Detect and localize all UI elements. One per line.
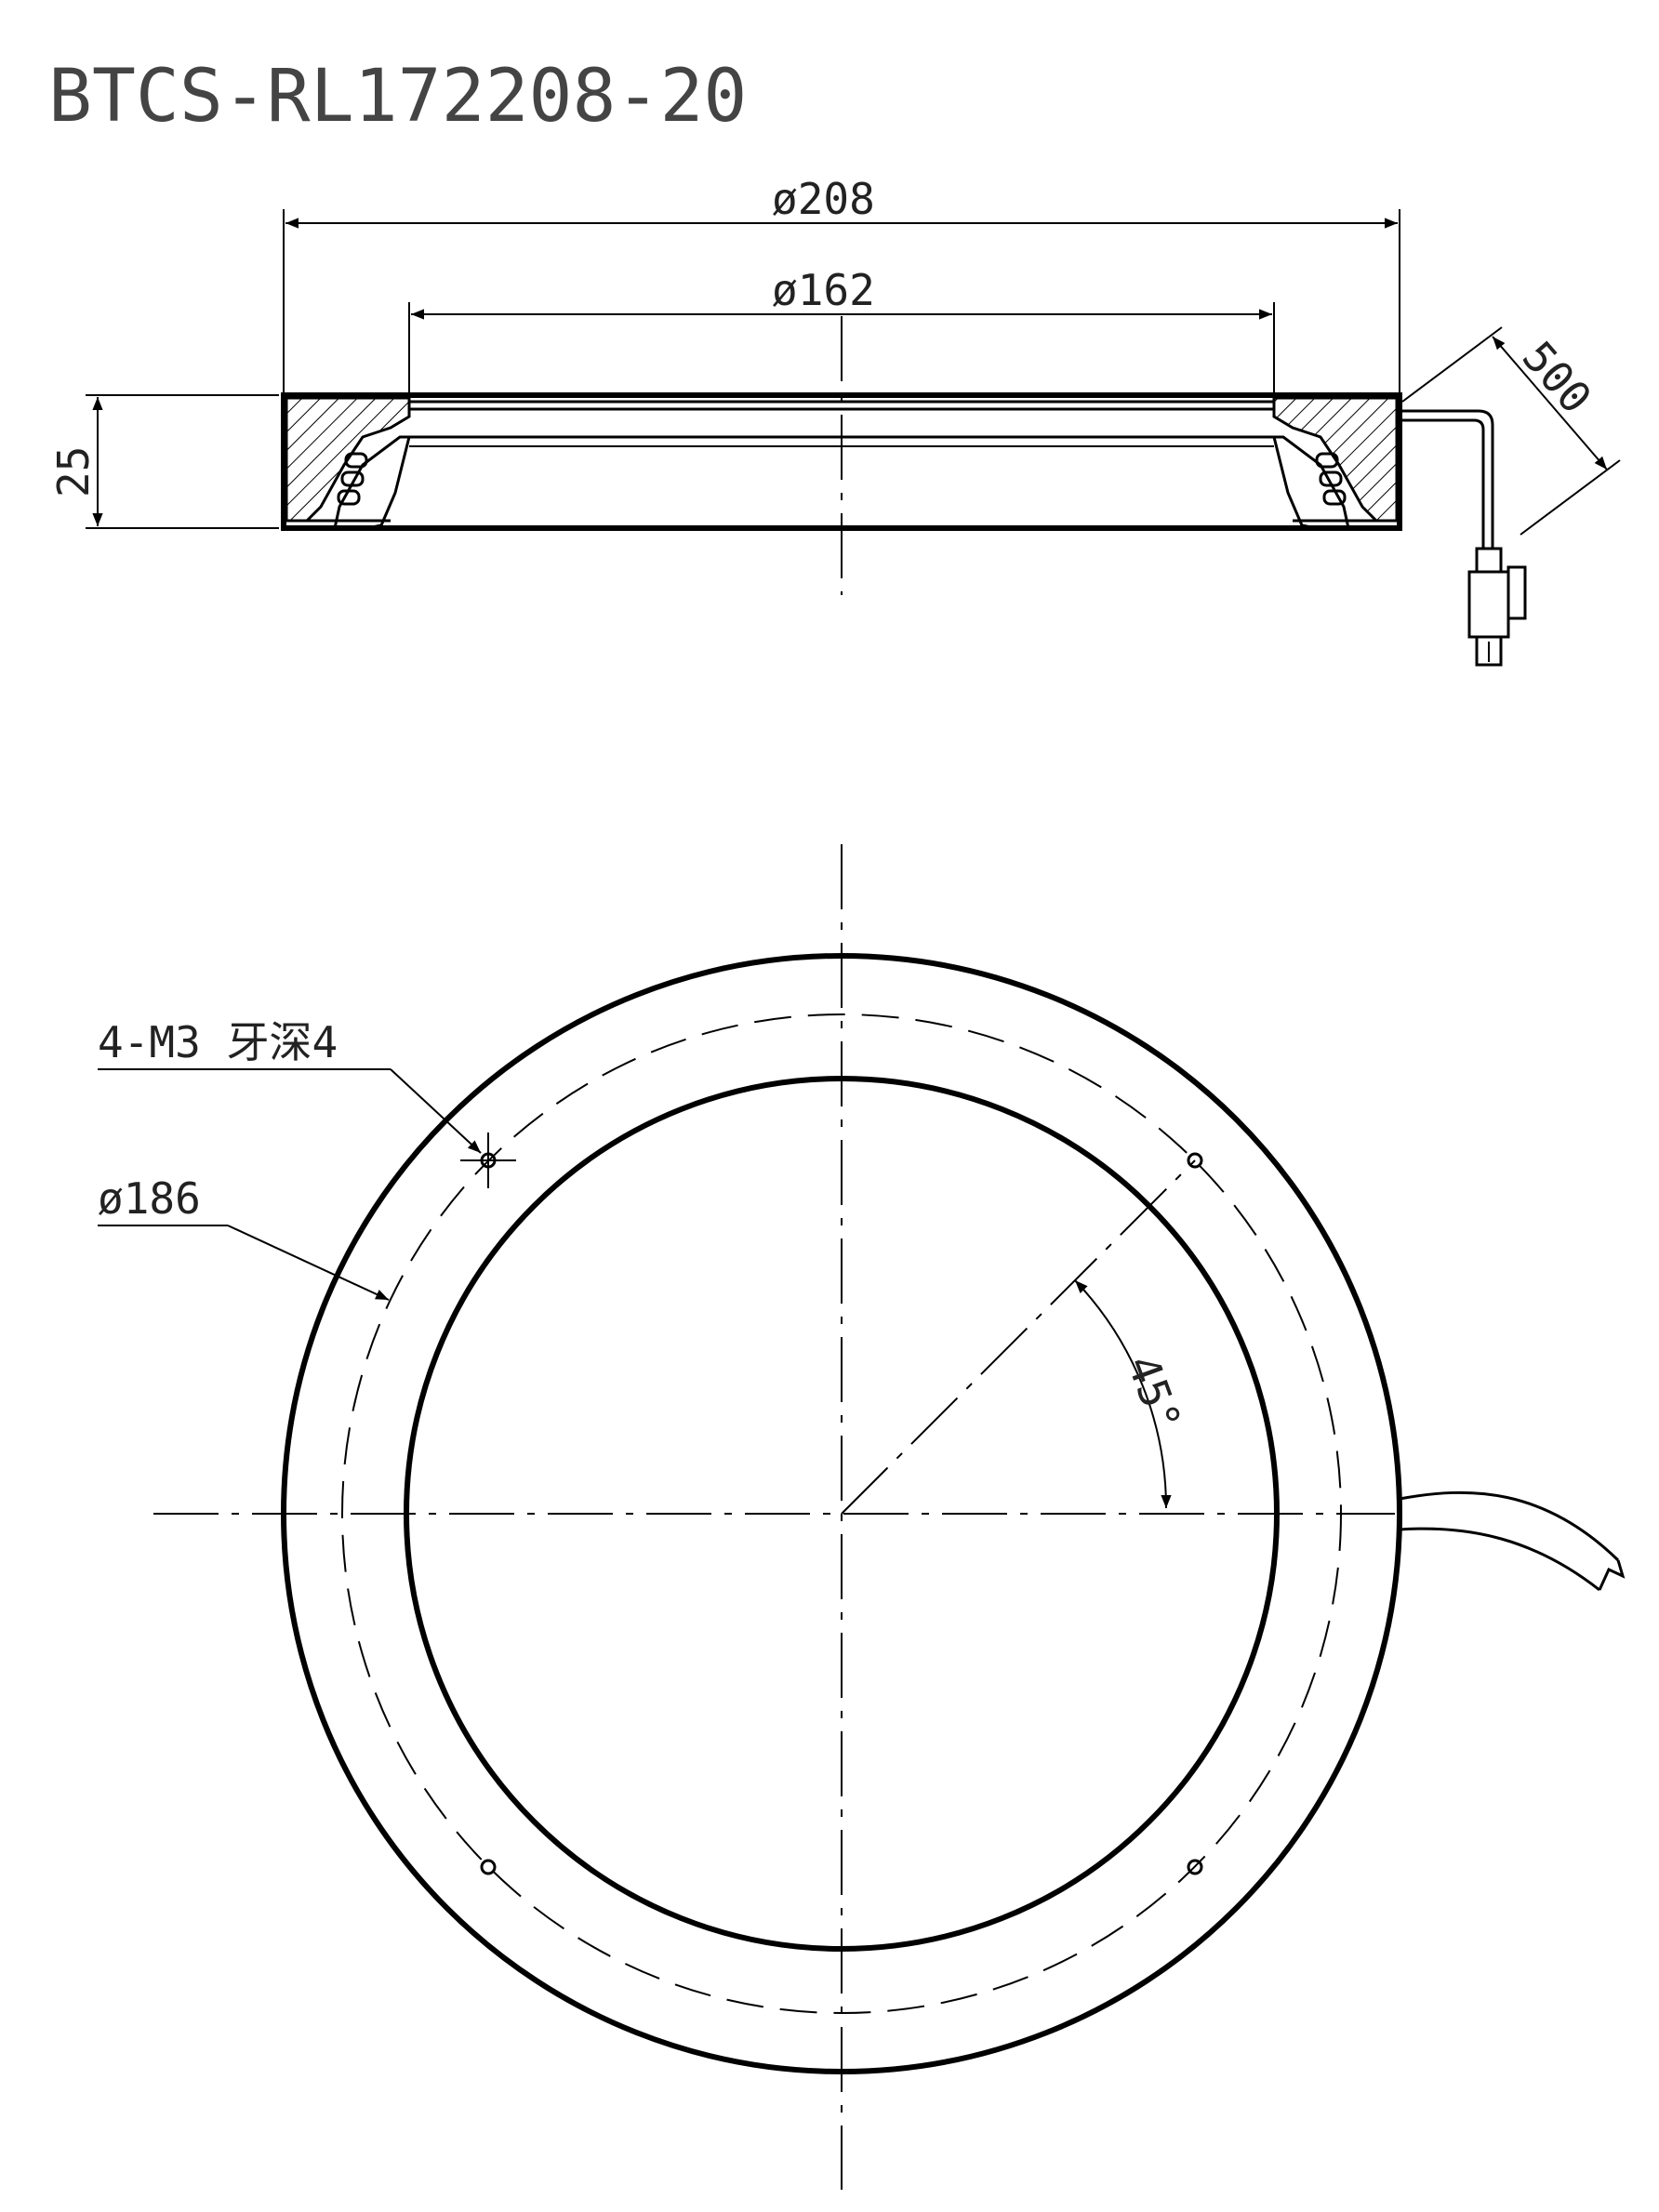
cable-length-dimension-line — [1492, 336, 1608, 470]
side-view: ø208 ø162 25 — [48, 174, 1621, 667]
cable-length-label: 500 — [1513, 332, 1601, 423]
drawing-title: BTCS-RL172208-20 — [48, 55, 747, 139]
left-cross-section — [285, 396, 411, 530]
cable — [1399, 1490, 1626, 1592]
mounting-hole — [480, 1859, 497, 1875]
angle-label: 45° — [1118, 1348, 1191, 1438]
inner-ring — [404, 1076, 1280, 1952]
top-view: 45° 4-M3 牙深4 ø186 — [98, 844, 1626, 2190]
mounting-hole — [1187, 1859, 1203, 1875]
angle-arc — [1074, 1279, 1172, 1509]
outer-ring — [281, 953, 1402, 2074]
hole-circle-label: ø186 — [98, 1173, 201, 1224]
bolt-circle — [341, 1013, 1342, 2014]
right-cross-section — [1272, 396, 1399, 530]
mounting-hole — [1187, 1152, 1203, 1169]
cable-connector — [1400, 409, 1527, 667]
inner-diameter-label: ø162 — [772, 265, 875, 315]
height-label: 25 — [48, 446, 99, 497]
outer-diameter-label: ø208 — [772, 174, 875, 224]
hole-callout-label: 4-M3 牙深4 — [98, 1017, 338, 1067]
